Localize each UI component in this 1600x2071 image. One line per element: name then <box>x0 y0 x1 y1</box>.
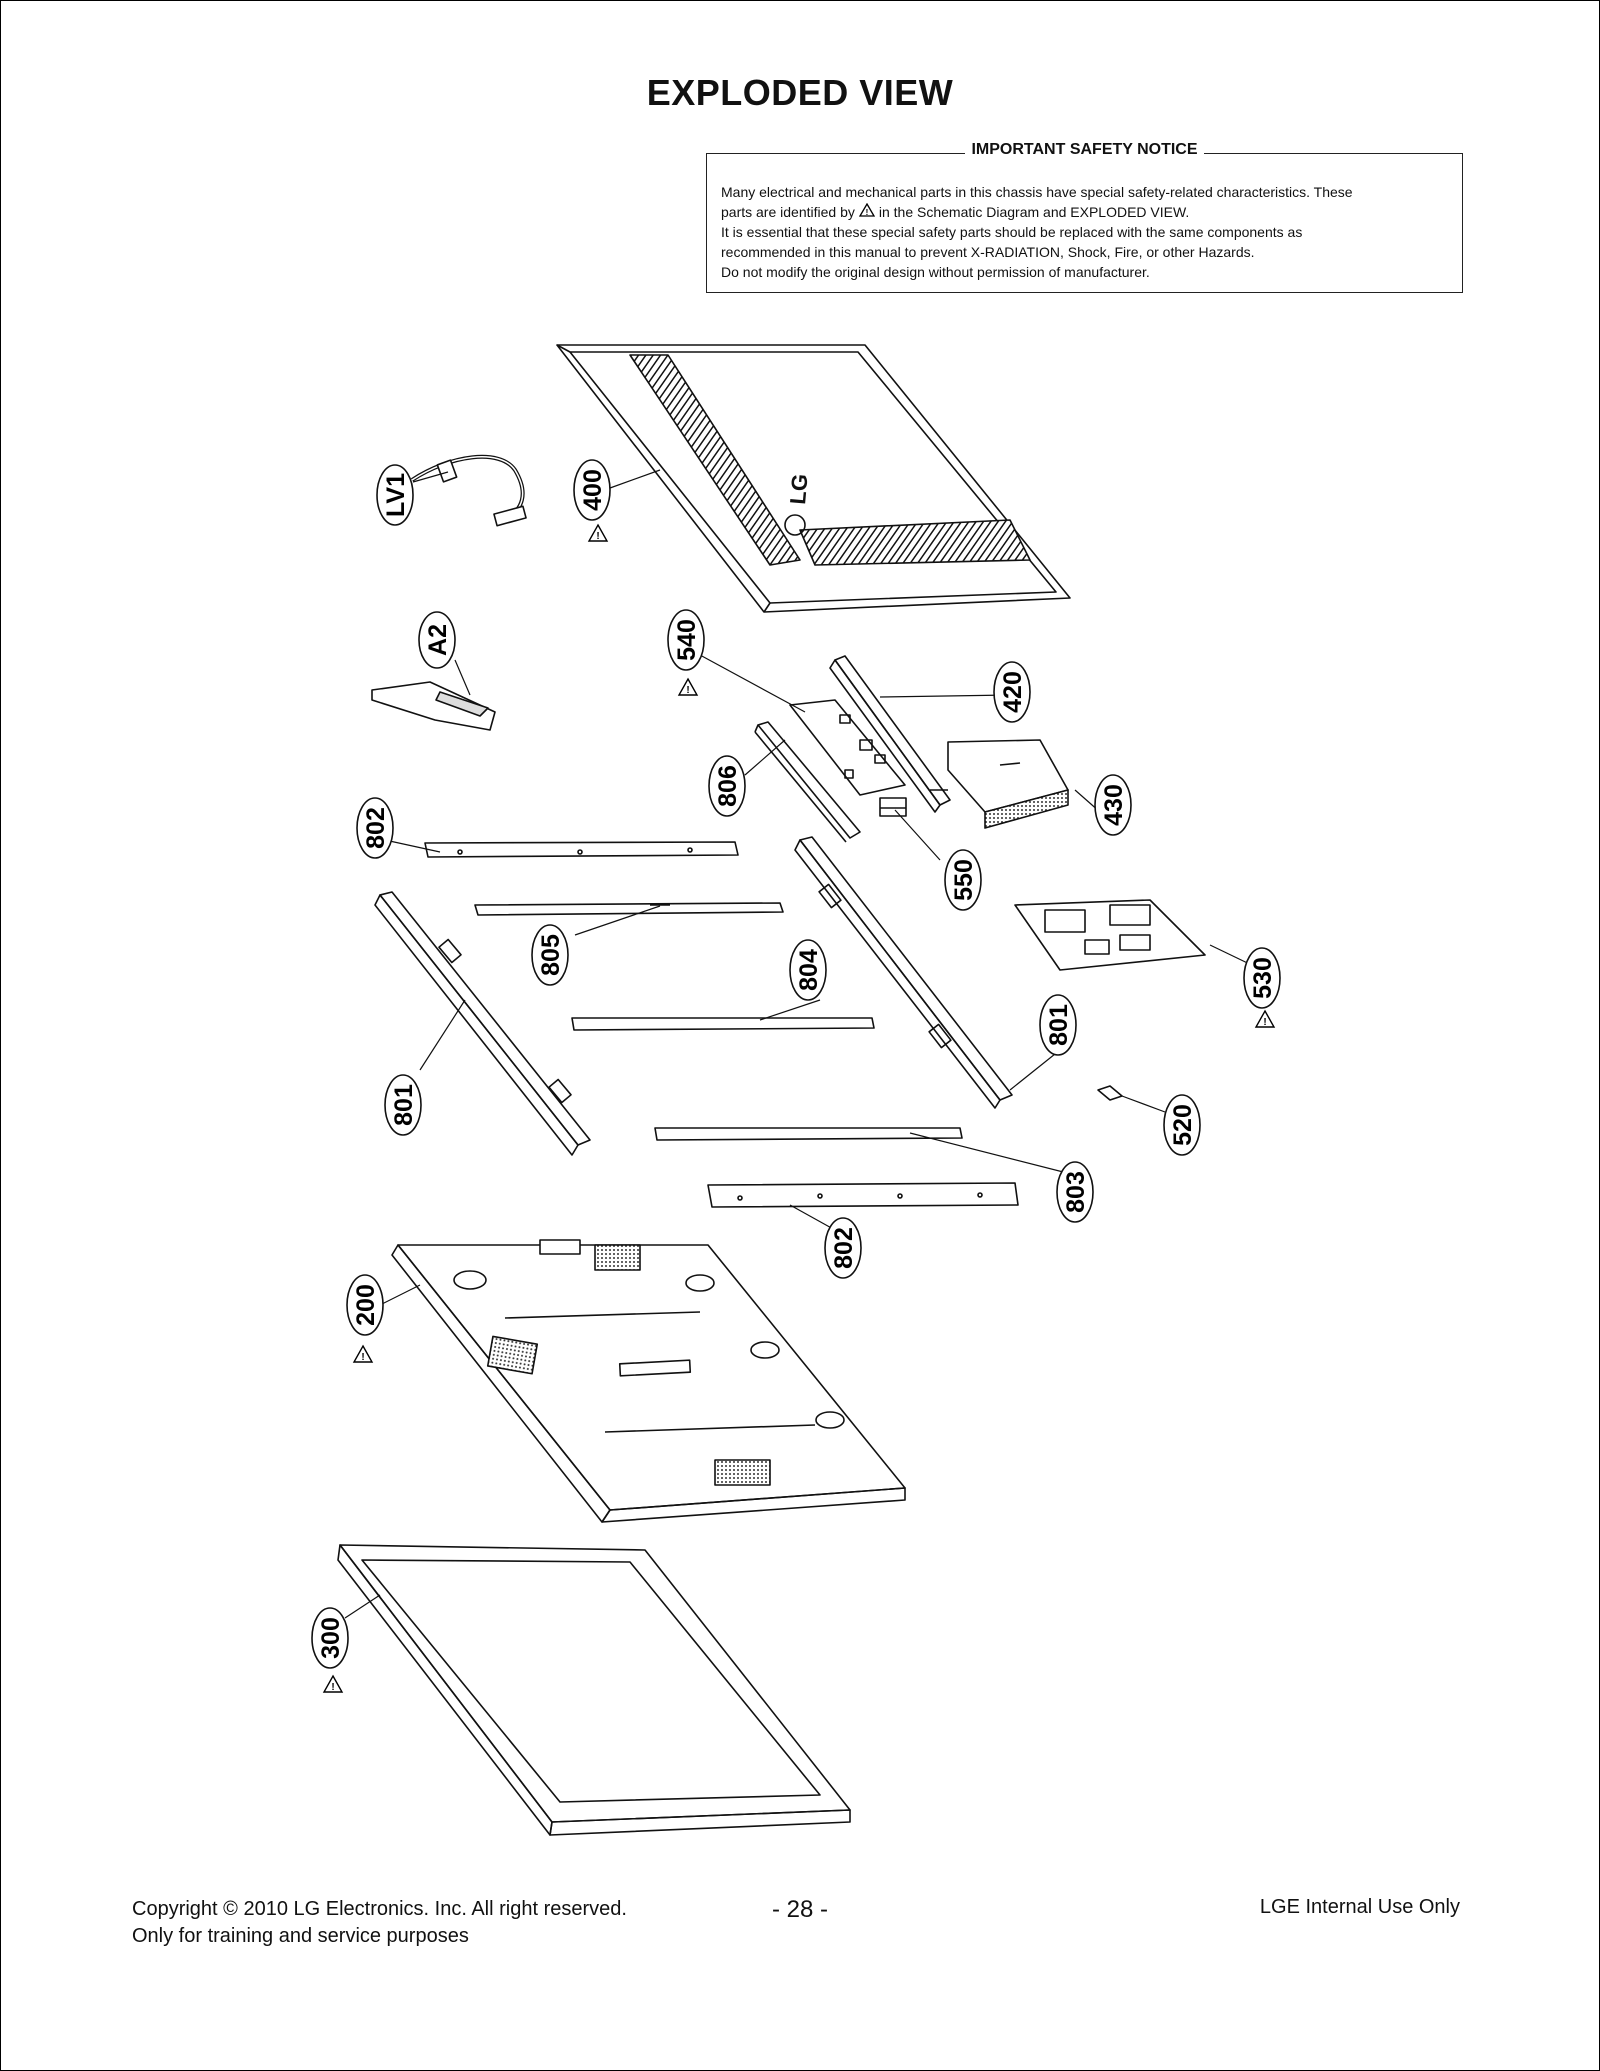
notice-line-2a: parts are identified by <box>721 204 855 220</box>
label-200-text: 200 <box>352 1284 380 1326</box>
footer-left: Copyright © 2010 LG Electronics. Inc. Al… <box>132 1896 627 1950</box>
board-530-part <box>1014 899 1206 971</box>
back-cover-part: LG <box>556 344 1071 613</box>
warning-triangle-icon <box>588 524 608 543</box>
rail-802-bottom-part <box>707 1182 1019 1208</box>
rail-802-top-part <box>424 841 739 858</box>
label-550: 550 <box>944 849 982 911</box>
internal-use-text: LGE Internal Use Only <box>1259 1896 1460 1918</box>
warning-triangle-icon <box>353 1345 373 1364</box>
label-400: 400 <box>573 459 611 521</box>
label-420-text: 420 <box>999 671 1027 713</box>
front-frame-300-part <box>337 1544 851 1836</box>
rail-805-part <box>474 902 784 916</box>
label-801-right: 801 <box>1039 994 1077 1056</box>
notice-line-5: Do not modify the original design withou… <box>721 264 1150 280</box>
label-804: 804 <box>789 939 827 1001</box>
safety-notice-body: Many electrical and mechanical parts in … <box>721 182 1448 282</box>
lvds-cable-part <box>410 454 527 527</box>
page-number: - 28 - <box>771 1896 828 1923</box>
label-801-left-text: 801 <box>390 1084 418 1126</box>
remote-part <box>371 681 496 731</box>
label-805-text: 805 <box>537 934 565 976</box>
rail-803-part <box>654 1127 963 1141</box>
label-430-text: 430 <box>1100 784 1128 826</box>
bracket-420-part <box>829 655 951 813</box>
label-a2-text: A2 <box>424 624 452 656</box>
label-806: 806 <box>708 755 746 817</box>
label-804-text: 804 <box>795 949 823 991</box>
purpose-text: Only for training and service purposes <box>132 1925 469 1947</box>
rail-801-left-part <box>374 891 591 1156</box>
label-lv1-text: LV1 <box>382 473 410 517</box>
warning-triangle-icon <box>1255 1010 1275 1029</box>
label-300-text: 300 <box>317 1617 345 1659</box>
panel-200-part <box>391 1239 906 1523</box>
label-802-top-text: 802 <box>362 807 390 849</box>
label-400-text: 400 <box>579 469 607 511</box>
label-200: 200 <box>346 1274 384 1336</box>
label-520: 520 <box>1163 1094 1201 1156</box>
safety-notice-box: IMPORTANT SAFETY NOTICE Many electrical … <box>706 141 1463 293</box>
label-530: 530 <box>1243 947 1281 1009</box>
label-540: 540 <box>667 609 705 671</box>
part-550 <box>879 797 907 817</box>
label-550-text: 550 <box>950 859 978 901</box>
rail-804-part <box>571 1017 875 1031</box>
warning-triangle-icon <box>323 1675 343 1694</box>
warning-triangle-icon: ! <box>858 202 875 222</box>
label-530-text: 530 <box>1249 957 1277 999</box>
svg-text:LG: LG <box>785 473 813 506</box>
part-520 <box>1097 1085 1123 1101</box>
label-803: 803 <box>1056 1161 1094 1223</box>
svg-text:!: ! <box>866 208 869 217</box>
label-801-left: 801 <box>384 1074 422 1136</box>
label-420: 420 <box>993 661 1031 723</box>
notice-line-1: Many electrical and mechanical parts in … <box>721 184 1353 200</box>
warning-triangle-icon <box>678 678 698 697</box>
label-801-right-text: 801 <box>1045 1004 1073 1046</box>
page-title: EXPLODED VIEW <box>646 72 954 113</box>
label-520-text: 520 <box>1169 1104 1197 1146</box>
label-a2: A2 <box>418 611 456 669</box>
power-box-430-part <box>947 739 1069 829</box>
copyright-text: Copyright © 2010 LG Electronics. Inc. Al… <box>132 1898 627 1920</box>
label-806-text: 806 <box>714 765 742 807</box>
label-802-top: 802 <box>356 797 394 859</box>
bracket-806-part <box>754 721 861 843</box>
notice-line-2b: in the Schematic Diagram and EXPLODED VI… <box>878 204 1190 220</box>
label-805: 805 <box>531 924 569 986</box>
label-300: 300 <box>311 1607 349 1669</box>
main-board-540-part <box>789 699 906 796</box>
rail-801-right-part <box>794 836 1013 1109</box>
label-803-text: 803 <box>1062 1171 1090 1213</box>
safety-notice-heading: IMPORTANT SAFETY NOTICE <box>965 141 1204 158</box>
label-802-bottom: 802 <box>824 1217 862 1279</box>
label-lv1: LV1 <box>376 464 414 526</box>
notice-line-4: recommended in this manual to prevent X-… <box>721 244 1255 260</box>
label-540-text: 540 <box>673 619 701 661</box>
label-802-bottom-text: 802 <box>830 1227 858 1269</box>
notice-line-3: It is essential that these special safet… <box>721 224 1303 240</box>
label-430: 430 <box>1094 774 1132 836</box>
